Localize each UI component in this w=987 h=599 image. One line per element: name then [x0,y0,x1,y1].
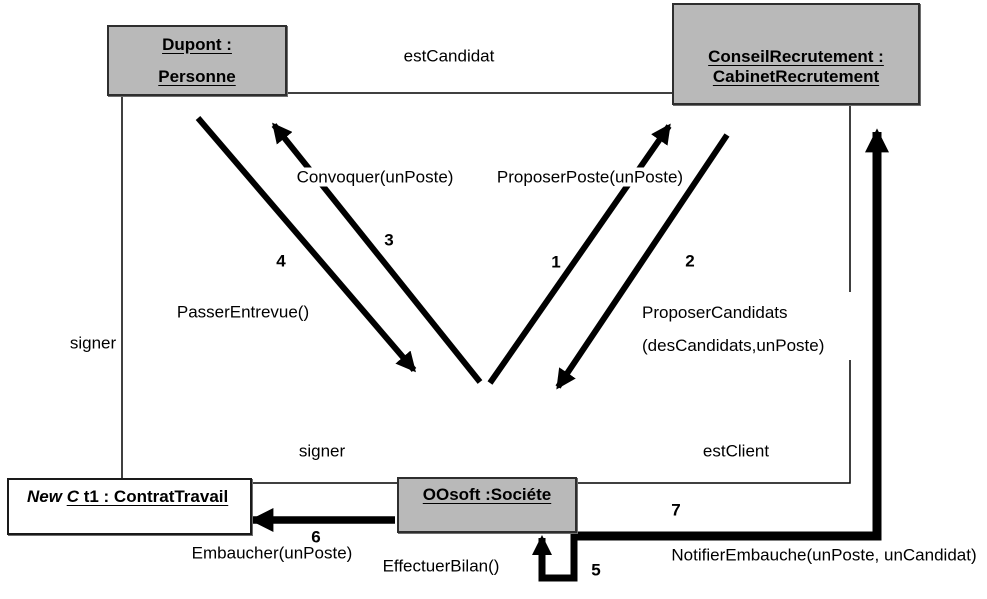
message-label-notifier-embauche: NotifierEmbauche(unPoste, unCandidat) [671,545,977,565]
message-number-3: 3 [384,230,394,250]
object-conseil-recrutement: ConseilRecrutement : CabinetRecrutement [672,3,920,105]
message-number-4: 4 [276,251,286,271]
message-label-passer-entrevue: PasserEntrevue() [176,302,310,322]
arrow-4-passer-entrevue [195,116,417,373]
message-label-proposer-candidats-2: (desCandidats,unPoste) [642,336,825,355]
message-label-effectuer-bilan: EffectuerBilan() [382,556,500,576]
message-number-6: 6 [311,527,321,547]
message-number-7: 7 [671,500,681,520]
contrat-instance: t1 : ContratTravail [78,487,229,506]
object-oosoft-societe: OOsoft :Sociéte [397,477,577,533]
object-contrat-title: New C t1 : ContratTravail [27,487,228,507]
link-label-signer-bottom: signer [298,441,346,461]
object-oosoft-label: OOsoft :Sociéte [422,485,552,504]
object-dupont-personne: Dupont : Personne [107,25,287,96]
message-label-convoquer: Convoquer(unPoste) [293,167,457,187]
message-number-2: 2 [685,251,695,271]
link-label-est-client: estClient [702,441,770,461]
arrow-5-effectuer-bilan-selfloop [532,533,578,582]
link-label-signer-left: signer [69,333,117,353]
message-label-proposer-candidats-1: ProposerCandidats [642,303,788,322]
message-number-5: 5 [591,560,601,580]
contrat-class-letter: C [66,487,79,506]
arrow-7-notifier-embauche [577,128,889,541]
link-label-est-candidat: estCandidat [403,46,495,66]
message-label-proposer-poste: ProposerPoste(unPoste) [493,167,687,187]
link-est-client-lower [577,360,851,484]
arrow-2-proposer-candidats [555,133,730,390]
object-conseil-name: ConseilRecrutement : [708,47,884,66]
arrow-3-convoquer [271,122,483,384]
message-label-embaucher: Embaucher(unPoste) [191,543,353,563]
object-contrat-travail: New C t1 : ContratTravail [7,478,252,535]
object-dupont-name: Dupont : [162,34,232,54]
object-conseil-type: CabinetRecrutement [712,67,880,86]
message-number-1: 1 [551,252,561,272]
object-dupont-type: Personne [158,66,236,86]
contrat-new-keyword: New [27,487,67,506]
